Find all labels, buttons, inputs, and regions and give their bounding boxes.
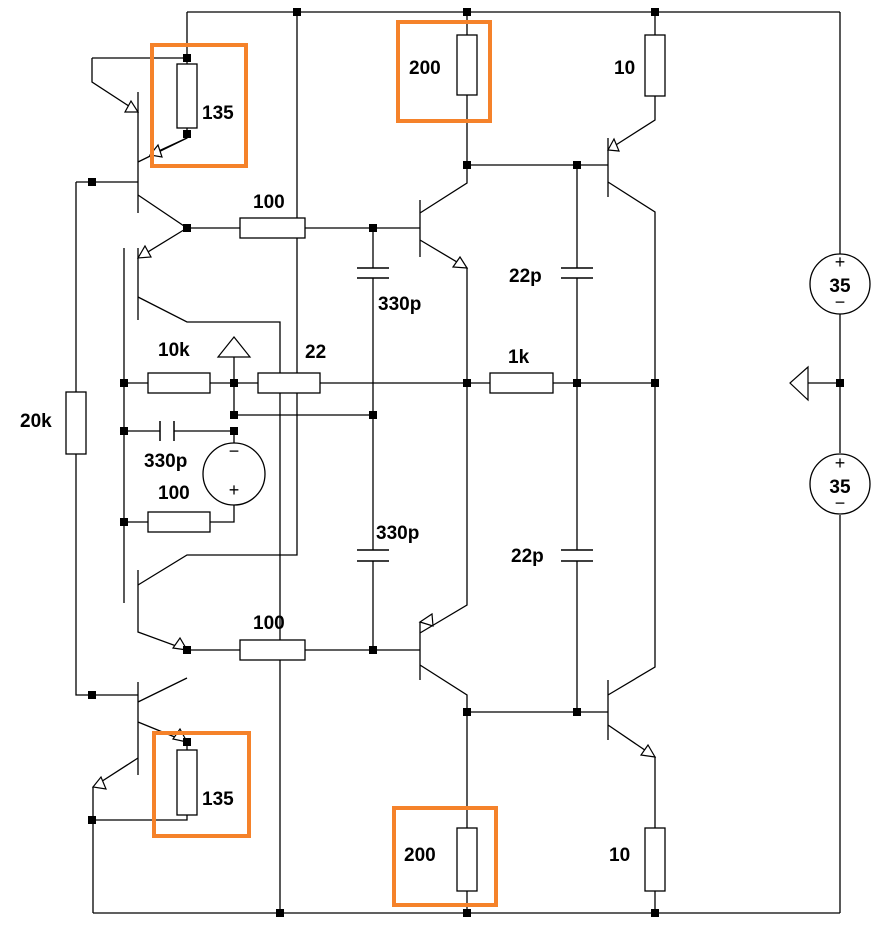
capacitor-330p-upper (357, 267, 389, 279)
ground-icon-input (216, 336, 252, 358)
junctions (88, 8, 844, 917)
resistor-200-bottom (456, 827, 478, 892)
label-22: 22 (305, 342, 326, 363)
label-100-input: 100 (158, 483, 190, 504)
resistor-22 (257, 372, 321, 394)
supply-top-minus: − (835, 292, 846, 312)
supply-bot-plus: + (835, 453, 846, 473)
input-signal-source: − + (202, 441, 266, 506)
capacitor-330p-input (159, 421, 175, 441)
label-22p-upper: 22p (509, 266, 542, 287)
label-330p-lower: 330p (376, 523, 419, 544)
wires (75, 11, 841, 914)
resistor-10-bottom (644, 827, 666, 892)
supply-bot-label: 35 (829, 477, 851, 498)
resistors (65, 34, 666, 892)
resistor-1k (489, 372, 554, 394)
arrow-q7 (451, 255, 469, 269)
arrow-q9 (607, 137, 620, 152)
labels: 135 135 200 200 10 10 100 100 10k 22 1k … (20, 58, 635, 866)
resistor-100-bottom (239, 639, 306, 661)
capacitor-330p-lower (357, 549, 389, 562)
resistor-10k (147, 372, 211, 394)
resistor-20k (65, 391, 87, 455)
source-minus-sign: − (229, 441, 240, 461)
capacitors (159, 267, 593, 562)
capacitor-22p-lower (561, 549, 593, 562)
arrow-q3 (136, 244, 152, 259)
supply-bot-minus: − (835, 493, 846, 513)
resistor-100-input (147, 511, 211, 533)
supply-top-plus: + (835, 252, 846, 272)
highlight-200-top (396, 20, 492, 123)
highlight-135-top (150, 43, 248, 168)
highlight-135-bottom (152, 731, 251, 838)
label-200-top: 200 (409, 58, 441, 79)
label-22p-lower: 22p (511, 546, 544, 567)
highlight-200-bottom (392, 806, 498, 907)
label-330p-input: 330p (144, 451, 187, 472)
resistor-135-bottom (176, 749, 198, 816)
label-330p-upper: 330p (378, 294, 421, 315)
label-100-top: 100 (253, 192, 285, 213)
arrow-q8 (418, 612, 434, 627)
label-10-bottom: 10 (609, 845, 630, 866)
label-135-top: 135 (202, 103, 234, 124)
source-plus-sign: + (229, 480, 240, 500)
label-10-top: 10 (614, 58, 635, 79)
capacitor-22p-upper (561, 267, 593, 279)
highlight-boxes (150, 20, 498, 907)
resistor-100-top (239, 217, 306, 239)
label-135-bottom: 135 (202, 789, 234, 810)
arrow-q6 (91, 775, 107, 790)
ground-icon-supply (789, 365, 809, 402)
supply-top-label: 35 (829, 276, 851, 297)
label-100-bottom: 100 (253, 613, 285, 634)
label-1k: 1k (508, 347, 530, 368)
label-20k: 20k (20, 411, 52, 432)
arrow-q10 (639, 743, 657, 758)
supply-source-top: + 35 − (809, 252, 871, 315)
label-10k: 10k (158, 340, 190, 361)
transistor-arrows (91, 99, 657, 790)
supply-source-bottom: + 35 − (809, 453, 871, 515)
label-200-bottom: 200 (404, 845, 436, 866)
resistor-135-top (176, 63, 198, 129)
resistor-10-top (644, 34, 666, 97)
resistor-200-top (456, 34, 478, 96)
arrow-q1 (123, 99, 140, 113)
